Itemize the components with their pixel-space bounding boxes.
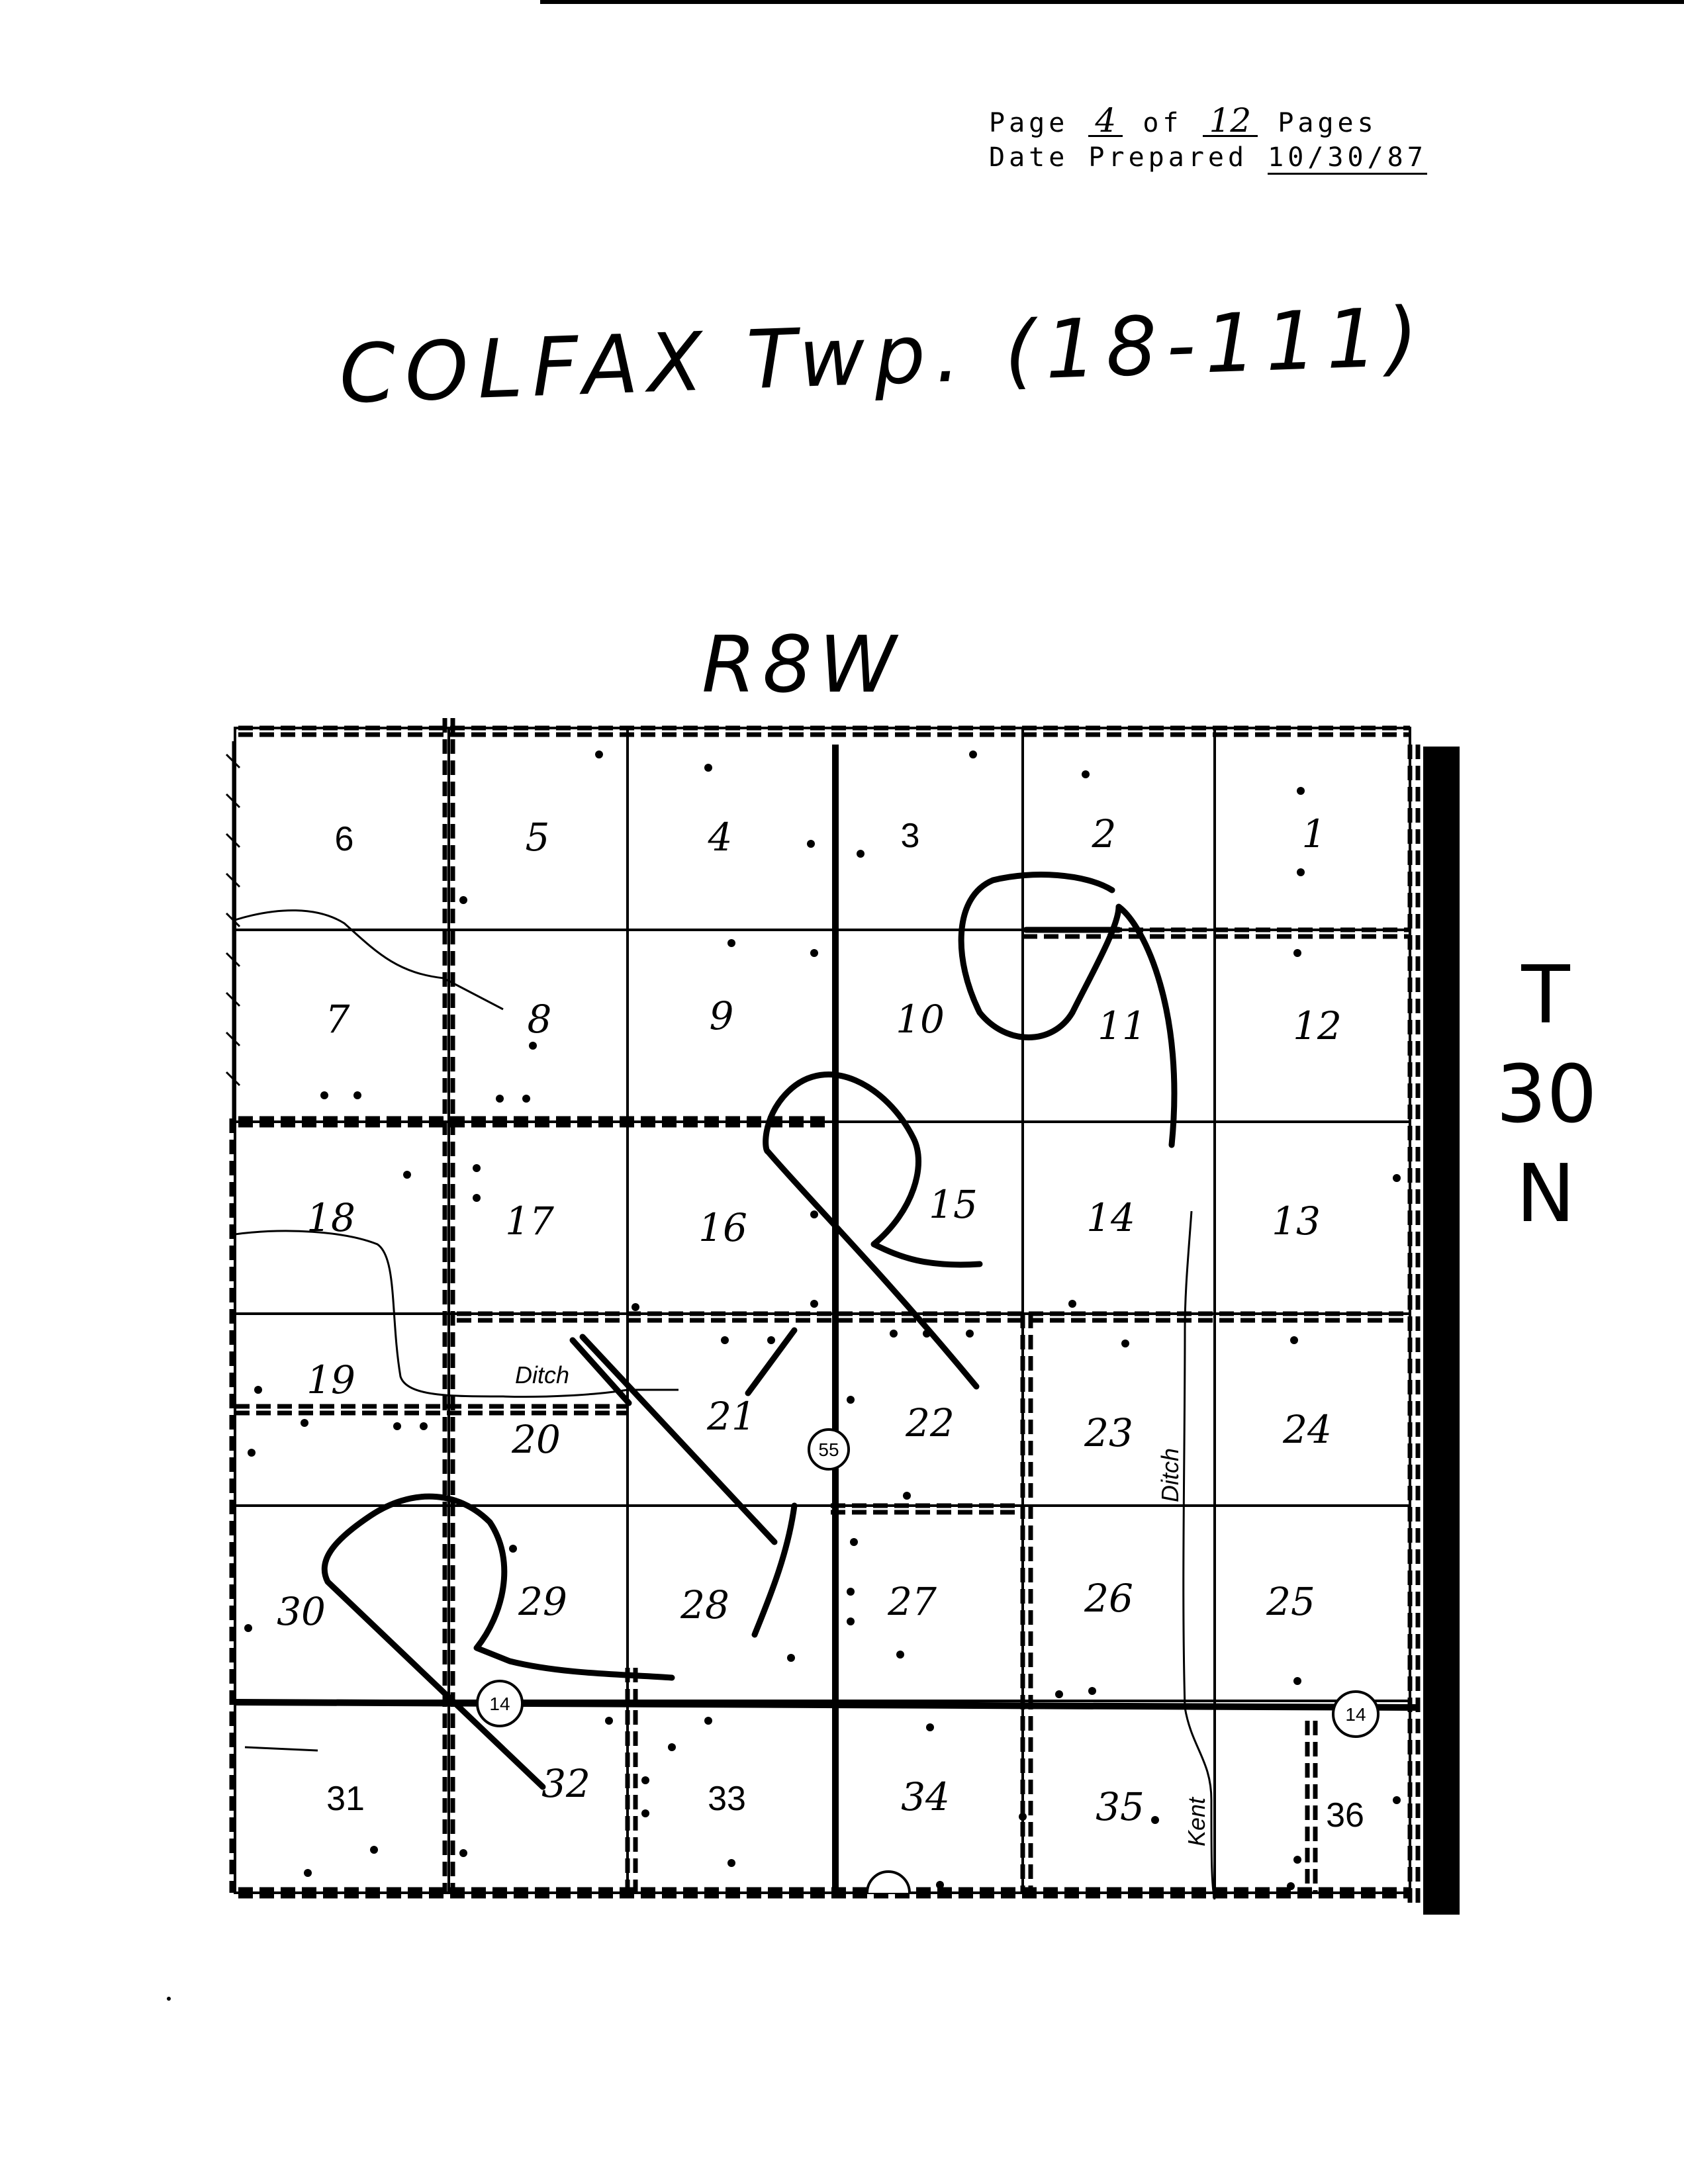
highway-14-west-shield: 14 <box>476 1680 524 1727</box>
section-11: 11 <box>1098 1003 1146 1048</box>
dashed-roads <box>229 718 1421 1906</box>
section-15: 15 <box>929 1182 978 1227</box>
section-29: 29 <box>518 1579 567 1624</box>
range-label: R8W <box>702 619 903 710</box>
section-19: 19 <box>306 1357 355 1402</box>
highway-14-west-label: 14 <box>489 1694 510 1714</box>
township-letter: T <box>1521 950 1570 1042</box>
section-35: 35 <box>1096 1784 1145 1829</box>
date-value: 10/30/87 <box>1268 142 1427 175</box>
section-3: 3 <box>901 817 920 855</box>
section-12: 12 <box>1293 1003 1342 1048</box>
ditch-east-label: Ditch <box>1156 1448 1184 1502</box>
section-17: 17 <box>505 1199 554 1244</box>
section-5: 5 <box>526 815 550 860</box>
highway-14-east-label: 14 <box>1345 1704 1366 1725</box>
section-1: 1 <box>1302 811 1327 856</box>
section-16: 16 <box>698 1205 747 1250</box>
section-34: 34 <box>901 1774 950 1819</box>
page-total: 12 <box>1202 104 1258 137</box>
pages-label: Pages <box>1278 108 1378 138</box>
page-count-line: Page 4 of 12 Pages <box>989 104 1427 140</box>
section-21: 21 <box>706 1394 756 1439</box>
section-20: 20 <box>511 1417 561 1462</box>
section-31: 31 <box>326 1780 365 1818</box>
highway-14-east-shield: 14 <box>1332 1690 1380 1738</box>
hand-drawn-marks <box>321 872 1178 1790</box>
section-30: 30 <box>277 1589 326 1634</box>
page-label: Page <box>989 108 1069 138</box>
section-26: 26 <box>1084 1576 1133 1621</box>
section-9: 9 <box>710 993 734 1038</box>
section-32: 32 <box>541 1761 590 1806</box>
section-6: 6 <box>335 820 354 858</box>
section-13: 13 <box>1272 1199 1321 1244</box>
highway-55-label: 55 <box>818 1439 839 1460</box>
kent-label: Kent <box>1183 1796 1210 1846</box>
township-label: T 30 N <box>1496 946 1597 1244</box>
section-grid <box>234 727 1411 1894</box>
of-label: of <box>1143 108 1183 138</box>
section-10: 10 <box>896 997 945 1042</box>
west-edge-hatch <box>225 741 241 1118</box>
township-direction: N <box>1516 1148 1575 1240</box>
section-numbers: 6 5 4 3 2 1 7 8 9 10 11 12 18 17 16 15 1… <box>277 811 1364 1835</box>
section-7: 7 <box>326 997 350 1042</box>
highway-55-south-shield-partial <box>866 1870 911 1893</box>
date-line: Date Prepared 10/30/87 <box>989 140 1427 175</box>
section-33: 33 <box>708 1780 746 1818</box>
highways <box>234 745 1417 1889</box>
section-36: 36 <box>1326 1796 1364 1835</box>
section-4: 4 <box>708 815 733 860</box>
east-boundary-bar <box>1423 747 1460 1915</box>
section-24: 24 <box>1282 1407 1332 1452</box>
township-number: 30 <box>1496 1049 1597 1141</box>
section-22: 22 <box>905 1400 955 1445</box>
page-number: 4 <box>1088 104 1123 137</box>
section-28: 28 <box>680 1582 729 1627</box>
map-dots <box>167 751 1401 2001</box>
section-27: 27 <box>887 1579 937 1624</box>
section-18: 18 <box>306 1195 355 1240</box>
date-label: Date Prepared <box>989 142 1248 173</box>
ditch-west-label: Ditch <box>515 1361 569 1388</box>
section-25: 25 <box>1266 1579 1315 1624</box>
highway-55-shield: 55 <box>808 1428 850 1471</box>
streams <box>234 909 1216 1900</box>
section-14: 14 <box>1086 1195 1135 1240</box>
section-23: 23 <box>1084 1410 1133 1455</box>
page-header: Page 4 of 12 Pages Date Prepared 10/30/8… <box>989 104 1427 175</box>
section-8: 8 <box>528 997 552 1042</box>
section-2: 2 <box>1092 811 1117 856</box>
top-edge-line <box>540 0 1684 4</box>
